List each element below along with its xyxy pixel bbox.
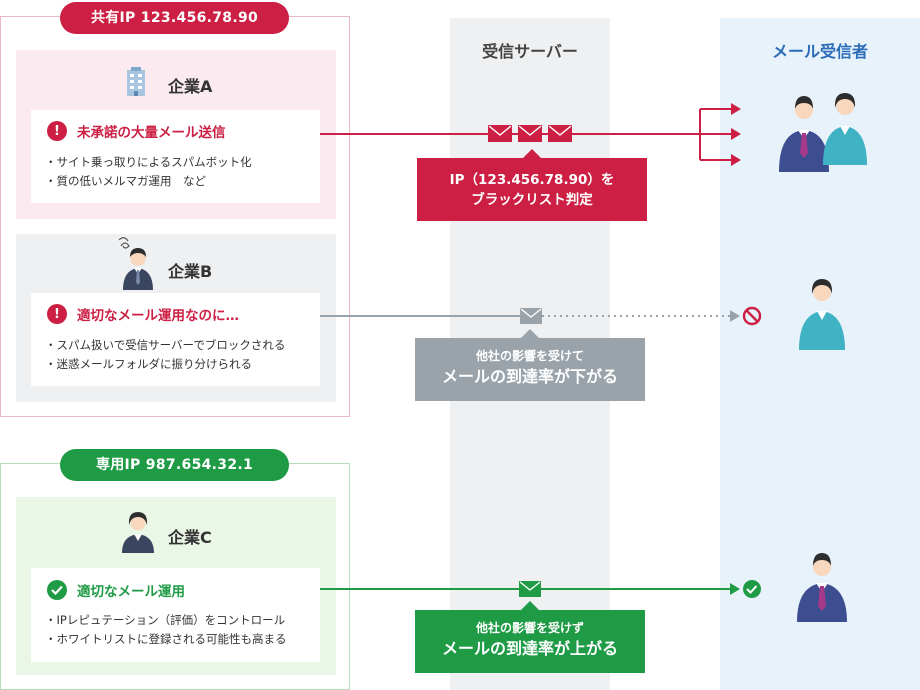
- company-b-name: 企業B: [168, 262, 213, 281]
- company-a-bullets: サイト乗っ取りによるスパムボット化 質の低いメルマガ運用 など: [45, 153, 252, 191]
- unaffected-callout-line1: 他社の影響を受けず: [475, 621, 584, 635]
- list-item: スパム扱いで受信サーバーでブロックされる: [45, 336, 286, 355]
- dedicated-ip-group: 企業C 適切なメール運用 IPレピュテーション（評価）をコントロール ホワイトリ…: [0, 463, 350, 690]
- envelope-icon: [520, 308, 542, 324]
- blacklist-callout: IP（123.456.78.90）を ブラックリスト判定: [417, 149, 647, 221]
- list-item: 質の低いメルマガ運用 など: [45, 172, 252, 191]
- envelope-icon: [519, 581, 541, 597]
- unaffected-callout-line2: メールの到達率が上がる: [441, 639, 618, 658]
- blacklist-callout-line2: ブラックリスト判定: [471, 192, 593, 208]
- exclamation-icon: !: [47, 304, 67, 324]
- company-a-card: ! 未承諾の大量メール送信 サイト乗っ取りによるスパムボット化 質の低いメルマガ…: [31, 110, 320, 203]
- company-c-panel: 企業C 適切なメール運用 IPレピュテーション（評価）をコントロール ホワイトリ…: [16, 497, 336, 675]
- delivered-check-icon: [743, 580, 761, 598]
- recipient-column-title: メール受信者: [771, 42, 868, 61]
- affected-callout-line1: 他社の影響を受けて: [475, 349, 584, 363]
- list-item: 迷惑メールフォルダに振り分けられる: [45, 355, 285, 374]
- dedicated-ip-label: 専用IP 987.654.32.1: [60, 449, 289, 481]
- list-item: IPレピュテーション（評価）をコントロール: [45, 611, 287, 630]
- troubled-businessman-icon: [117, 236, 157, 292]
- company-c-card: 適切なメール運用 IPレピュテーション（評価）をコントロール ホワイトリストに登…: [31, 568, 320, 662]
- blocked-icon: [742, 306, 762, 326]
- envelope-icon: [518, 125, 542, 142]
- list-item: ホワイトリストに登録される可能性も高まる: [45, 630, 287, 649]
- company-b-heading: 適切なメール運用なのに…: [77, 308, 239, 324]
- recipient-businesswoman-icon: [799, 279, 845, 350]
- unaffected-callout: 他社の影響を受けず メールの到達率が上がる: [415, 601, 645, 673]
- company-b-panel: 企業B ! 適切なメール運用なのに… スパム扱いで受信サーバーでブロックされる …: [16, 234, 336, 402]
- checkmark-icon: [47, 580, 67, 600]
- recipient-businessman-icon: [779, 96, 829, 172]
- envelope-icon: [548, 125, 572, 142]
- businesswoman-icon: [121, 509, 155, 553]
- office-building-icon: [121, 65, 151, 97]
- mail-recipient-column: メール受信者: [720, 18, 920, 690]
- company-b-bullets: スパム扱いで受信サーバーでブロックされる 迷惑メールフォルダに振り分けられる: [45, 336, 286, 374]
- shared-ip-label: 共有IP 123.456.78.90: [60, 2, 289, 34]
- exclamation-icon: !: [47, 121, 67, 141]
- envelope-icon: [488, 125, 512, 142]
- company-c-heading: 適切なメール運用: [77, 584, 185, 600]
- recipient-businesswoman-icon: [823, 93, 867, 165]
- branching-arrows-icon: [699, 108, 731, 161]
- company-a-name: 企業A: [168, 77, 213, 96]
- server-column-title: 受信サーバー: [482, 42, 578, 61]
- company-a-heading: 未承諾の大量メール送信: [77, 125, 226, 141]
- company-b-card: ! 適切なメール運用なのに… スパム扱いで受信サーバーでブロックされる 迷惑メー…: [31, 293, 320, 386]
- company-a-panel: 企業A ! 未承諾の大量メール送信 サイト乗っ取りによるスパムボット化 質の低い…: [16, 50, 336, 219]
- blacklist-callout-line1: IP（123.456.78.90）を: [449, 172, 615, 188]
- shared-ip-group: 企業A ! 未承諾の大量メール送信 サイト乗っ取りによるスパムボット化 質の低い…: [0, 16, 350, 417]
- company-c-bullets: IPレピュテーション（評価）をコントロール ホワイトリストに登録される可能性も高…: [45, 611, 287, 649]
- affected-callout-line2: メールの到達率が下がる: [441, 367, 618, 386]
- affected-callout: 他社の影響を受けて メールの到達率が下がる: [415, 329, 645, 401]
- recipient-businessman-icon: [797, 553, 847, 622]
- list-item: サイト乗っ取りによるスパムボット化: [45, 153, 252, 172]
- company-c-name: 企業C: [168, 528, 212, 547]
